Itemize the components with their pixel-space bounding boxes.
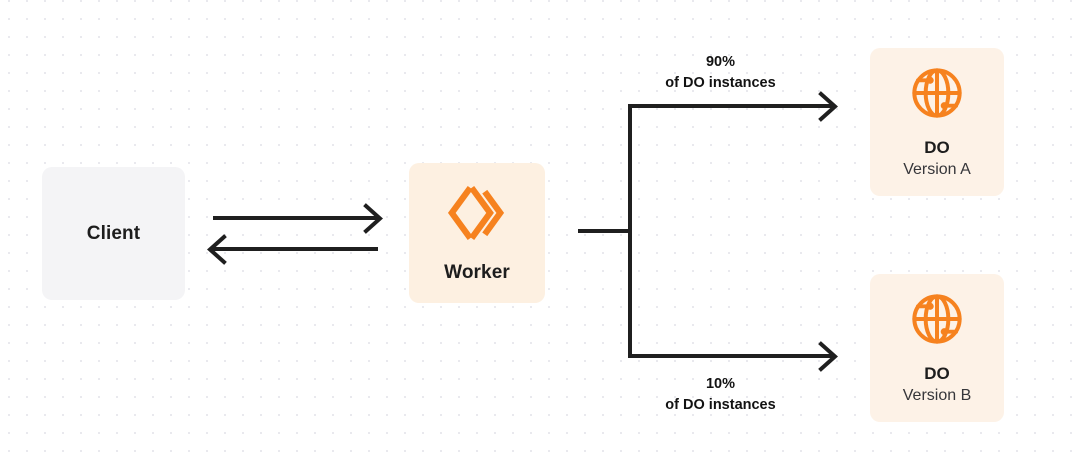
edge-client-to-worker — [213, 203, 384, 234]
node-worker-label: Worker — [444, 262, 510, 284]
globe-icon — [908, 290, 966, 353]
node-do-version-b-subtitle: Version B — [902, 386, 972, 404]
edge-worker-to-do-b — [628, 341, 839, 372]
edge-label-do-b-percent: 10% — [705, 376, 736, 392]
node-do-version-b: DO Version B — [870, 274, 1004, 422]
node-do-version-a-title: DO — [924, 137, 950, 157]
edge-label-do-a: 90% of DO instances — [618, 52, 823, 95]
node-do-version-a-subtitle: Version A — [903, 160, 971, 178]
node-worker: Worker — [409, 163, 545, 303]
edge-label-do-a-text: of DO instances — [665, 75, 776, 92]
edge-label-do-a-percent: 90% — [705, 54, 736, 70]
edge-worker-to-client — [206, 234, 378, 265]
node-client: Client — [42, 167, 185, 300]
edge-worker-to-do-a — [628, 91, 839, 122]
cloudflare-workers-icon — [446, 182, 508, 249]
edge-label-do-b: 10% of DO instances — [618, 374, 823, 417]
edge-label-do-b-text: of DO instances — [665, 397, 776, 414]
node-do-version-a: DO Version A — [870, 48, 1004, 196]
node-do-version-b-title: DO — [924, 363, 950, 383]
node-client-label: Client — [86, 222, 141, 244]
globe-icon — [908, 64, 966, 127]
